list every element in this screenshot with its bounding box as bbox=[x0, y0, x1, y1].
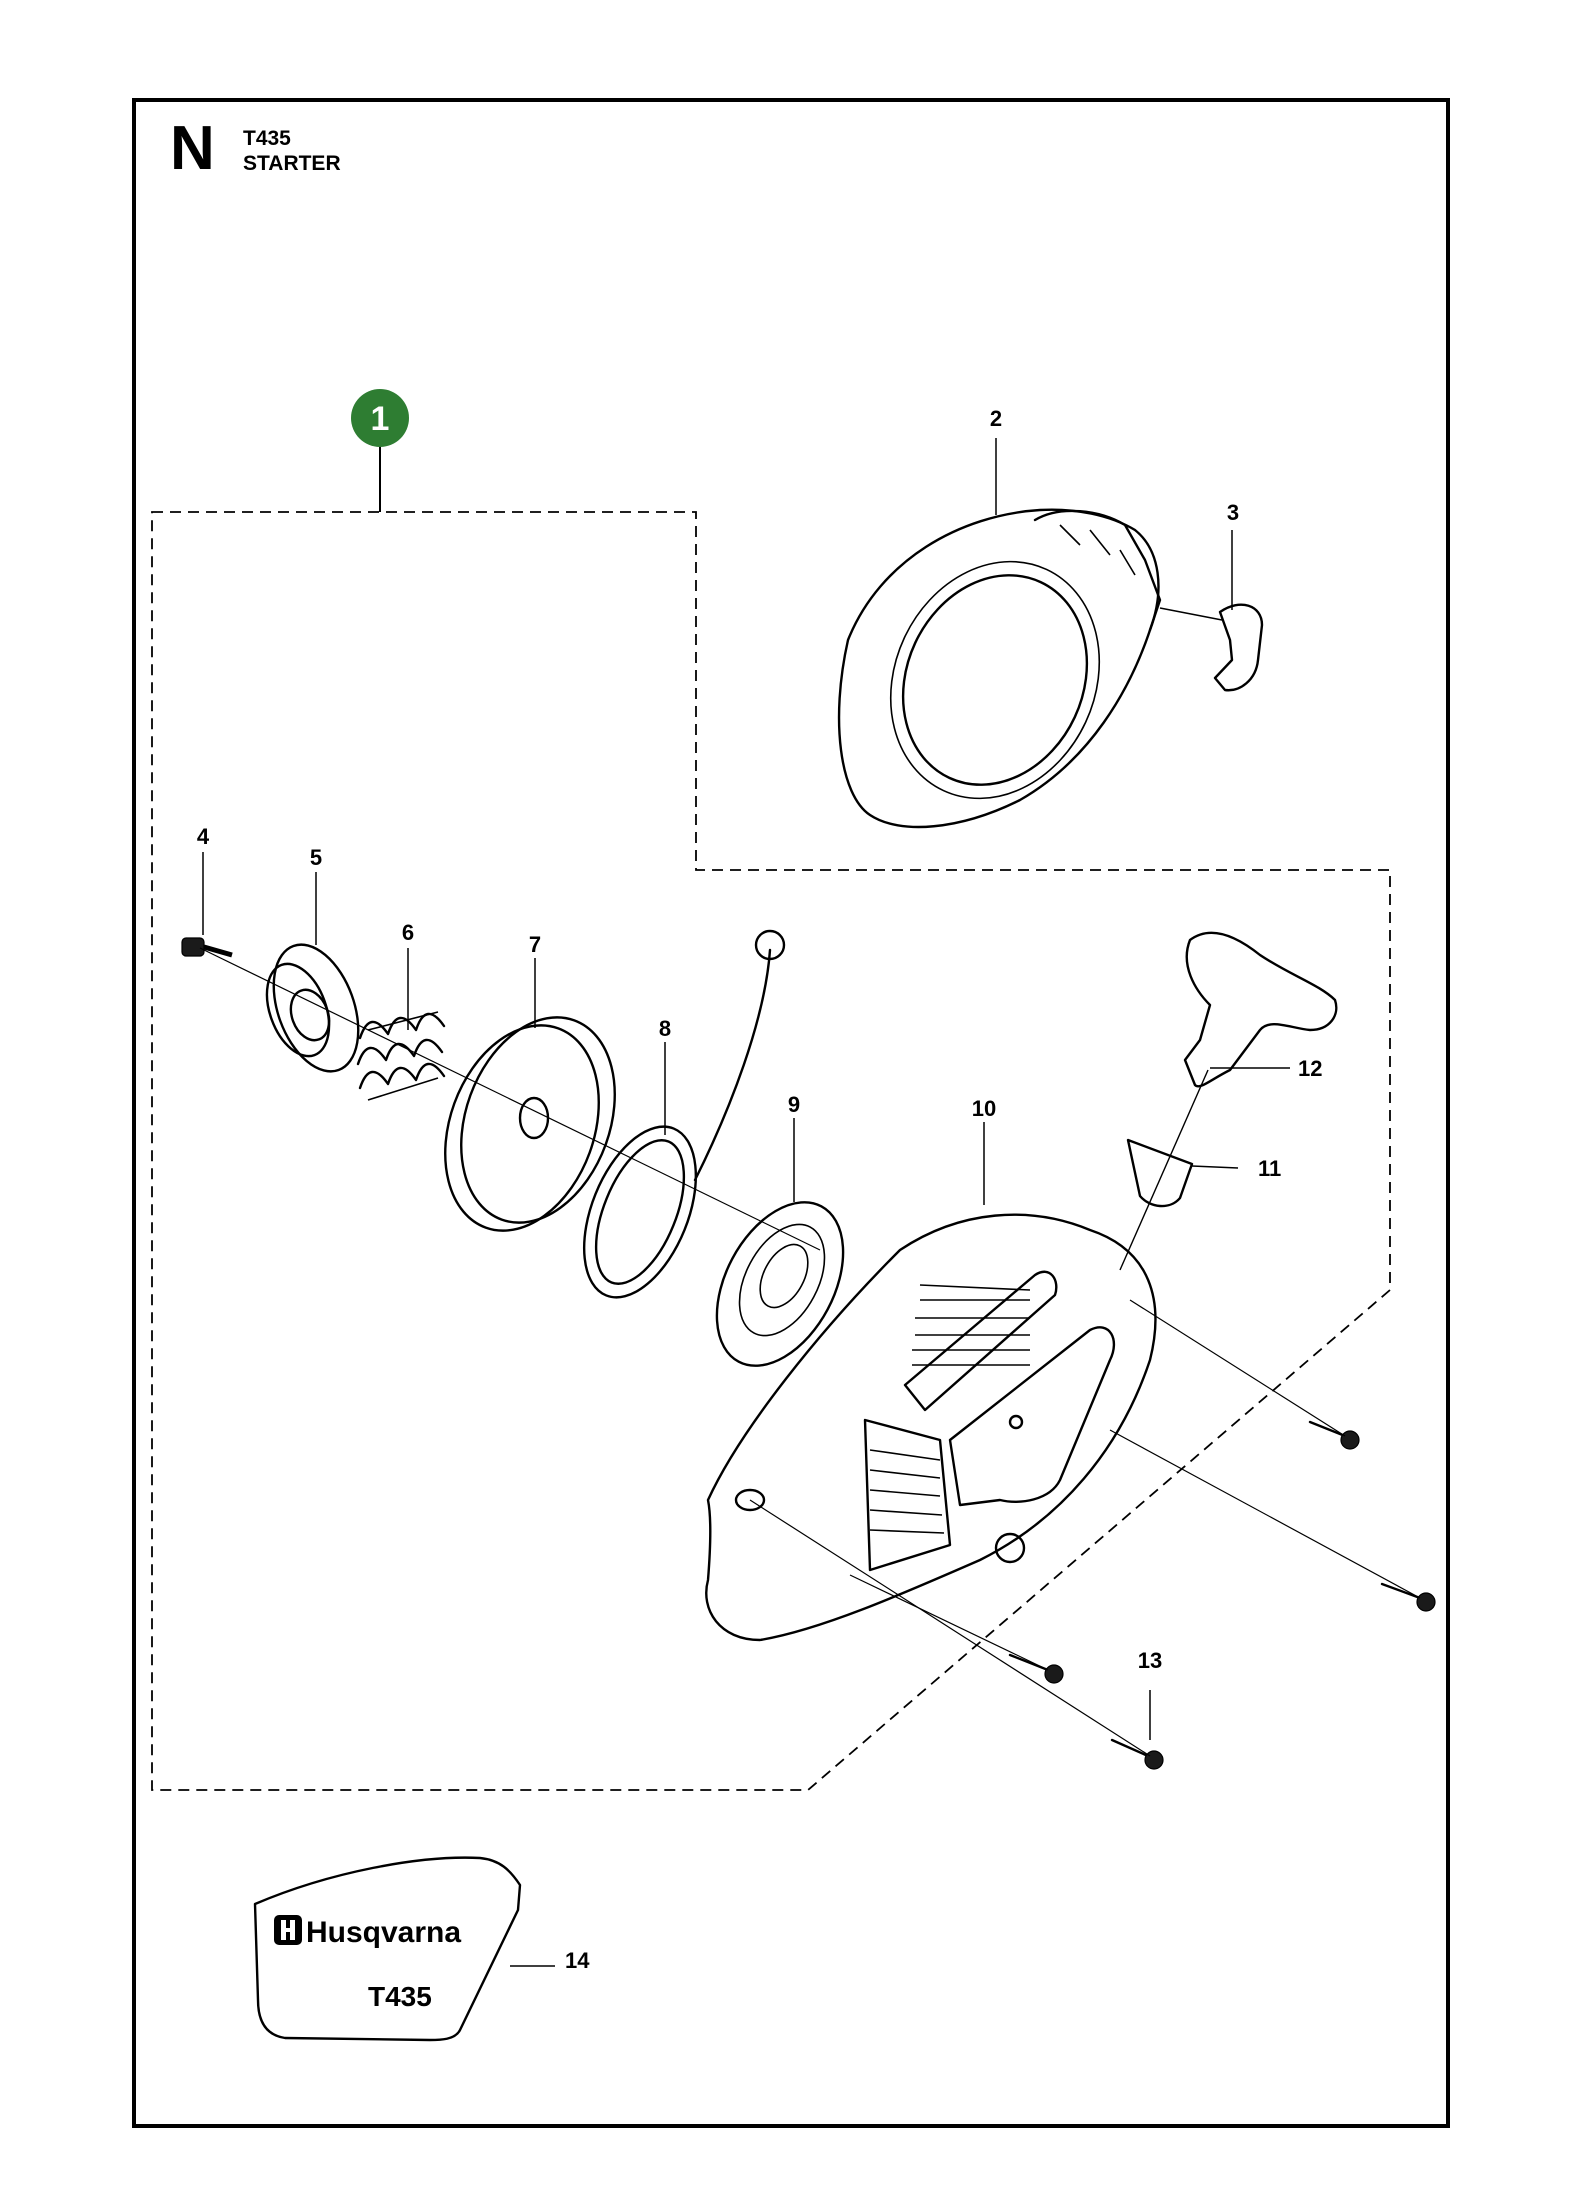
callout-14: 14 bbox=[565, 1948, 590, 1973]
spring-part-6 bbox=[356, 1011, 446, 1101]
callout-11: 11 bbox=[1258, 1156, 1281, 1181]
decal-brand-text: Husqvarna bbox=[306, 1916, 461, 1949]
latch-part bbox=[1159, 603, 1264, 692]
starter-housing-part-10 bbox=[705, 1213, 1157, 1642]
decal-model-text: T435 bbox=[368, 1981, 432, 2012]
assembly-axis-lines bbox=[199, 947, 1421, 1757]
callout-leaders bbox=[202, 438, 1233, 1205]
pulley-part-7 bbox=[444, 1016, 616, 1232]
assembly-badge: 1 bbox=[351, 389, 409, 512]
callout-4: 4 bbox=[197, 824, 210, 849]
rope-part-8 bbox=[582, 929, 786, 1299]
starter-cover bbox=[837, 508, 1162, 829]
callout-13: 13 bbox=[1138, 1648, 1162, 1673]
decal-part-14: Husqvarna T435 bbox=[253, 1856, 555, 2042]
callout-8: 8 bbox=[659, 1016, 671, 1041]
assembly-boundary bbox=[151, 511, 1391, 1791]
section-letter: N bbox=[170, 114, 215, 183]
grommet-part-11 bbox=[1126, 1138, 1239, 1208]
callout-5: 5 bbox=[310, 845, 322, 870]
page-frame bbox=[132, 98, 1450, 2128]
model-number: T435 bbox=[243, 127, 291, 150]
callout-labels: 2 3 4 5 6 7 8 9 10 11 12 13 14 bbox=[197, 406, 1323, 1973]
callout-7: 7 bbox=[529, 932, 541, 957]
screws-part-13 bbox=[1008, 1420, 1436, 1770]
screw-part-4 bbox=[181, 937, 233, 958]
callout-6: 6 bbox=[402, 920, 414, 945]
starter-handle-part-12 bbox=[1119, 931, 1338, 1271]
hub-part-5 bbox=[265, 943, 360, 1073]
callout-2: 2 bbox=[990, 406, 1002, 431]
assembly-badge-number: 1 bbox=[371, 400, 390, 438]
callout-9: 9 bbox=[788, 1092, 800, 1117]
callout-12: 12 bbox=[1298, 1056, 1322, 1081]
recoil-spring-part-9 bbox=[715, 1201, 845, 1367]
callout-10: 10 bbox=[972, 1096, 996, 1121]
page-title: STARTER bbox=[243, 152, 341, 175]
callout-3: 3 bbox=[1227, 500, 1239, 525]
husqvarna-logo-icon bbox=[274, 1915, 302, 1945]
